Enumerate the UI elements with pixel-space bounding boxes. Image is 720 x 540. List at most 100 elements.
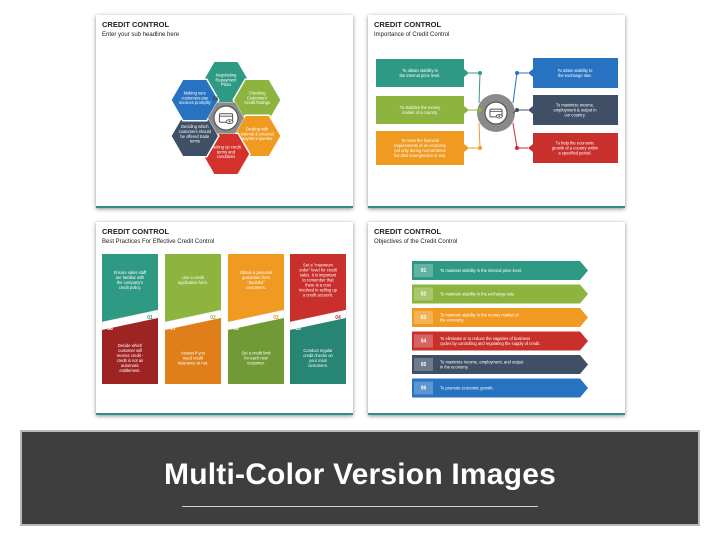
left-box	[376, 59, 464, 87]
text-line: terms and	[217, 149, 236, 154]
practice-card-top	[165, 254, 221, 322]
practice-card-bottom	[102, 318, 158, 384]
right-box	[533, 133, 618, 163]
text-line: terms	[190, 139, 200, 144]
objective-arrow	[412, 331, 588, 351]
text-line: requirements of an economy	[394, 143, 447, 148]
text-line: to remember that	[302, 277, 334, 282]
banner-title: Multi-Color Version Images	[164, 458, 556, 491]
practice-card-top	[102, 254, 158, 322]
text-line: the economy.	[440, 317, 464, 322]
text-line: To attain stability to	[558, 68, 594, 73]
slide-thumbnail-2[interactable]: CREDIT CONTROL Importance of Credit Cont…	[368, 15, 625, 208]
step-number: 08	[107, 326, 113, 332]
step-number: 03	[273, 315, 279, 321]
step-number: 05	[295, 326, 301, 332]
slide-subtitle: Enter your sub headline here	[102, 32, 180, 38]
connector-line	[512, 122, 528, 149]
text-line: cycles by controlling and regulating the…	[440, 341, 540, 346]
text-line: customers.	[246, 285, 266, 290]
text-line: application form.	[178, 280, 208, 285]
text-line: To maintain stability in the exchange ra…	[440, 291, 515, 296]
step-number: 06	[233, 326, 239, 332]
step-number: 01	[421, 268, 427, 274]
practice-card-top	[228, 254, 284, 322]
banner-divider	[182, 506, 538, 507]
text-line: sales. It is important	[300, 272, 337, 277]
text-line: customers pay	[182, 95, 210, 100]
slide-title: CREDIT CONTROL	[374, 20, 442, 29]
step-number: 04	[335, 315, 341, 321]
text-line: Dealing with	[246, 127, 269, 132]
box-arrow	[464, 69, 469, 77]
text-line: Checking	[249, 91, 267, 96]
step-number: 06	[421, 386, 427, 392]
right-box	[533, 95, 618, 125]
text-line: customers should	[179, 129, 212, 134]
number-chip	[414, 334, 433, 348]
text-line: Deciding which	[181, 124, 209, 129]
left-box	[376, 96, 464, 124]
text-line: Ensure sales staff	[114, 270, 147, 275]
step-number: 02	[210, 315, 216, 321]
step-number: 01	[147, 315, 153, 321]
slide-subtitle: Best Practices For Effective Credit Cont…	[102, 239, 215, 245]
text-line: invoices promptly	[179, 100, 212, 105]
text-line: To help the economic	[556, 140, 595, 145]
text-line: conditions	[217, 154, 235, 159]
text-line: involved in selling up	[299, 287, 338, 292]
text-line: Decide which	[118, 343, 143, 348]
slide-thumbnail-1[interactable]: CREDIT CONTROL Enter your sub headline h…	[96, 15, 353, 208]
slide-thumbnail-4[interactable]: CREDIT CONTROL Objectives of the Credit …	[368, 222, 625, 415]
step-number: 06	[213, 96, 219, 102]
number-chip	[414, 358, 433, 371]
text-line: Obtain a personal	[240, 270, 272, 275]
practice-card-bottom	[165, 318, 221, 384]
slide-title: CREDIT CONTROL	[102, 227, 170, 236]
text-line: credit policy.	[119, 285, 142, 290]
connector-line	[469, 72, 481, 104]
text-line: internal & external	[241, 131, 274, 136]
slide-thumbnail-3[interactable]: CREDIT CONTROL Best Practices For Effect…	[96, 222, 353, 415]
text-line: receive credit -	[117, 353, 144, 358]
text-line: insurance or not.	[178, 360, 209, 365]
text-line: customer will	[118, 348, 142, 353]
practice-card-bottom	[290, 318, 346, 384]
text-line: To eliminate or to reduce the vagaries o…	[440, 336, 530, 341]
text-line: payment queries	[242, 136, 272, 141]
text-line: To maintain stability in the money marke…	[440, 312, 519, 317]
connector-dot	[478, 146, 482, 150]
text-line: are familiar with	[116, 275, 145, 280]
text-line: Set a credit limit	[241, 350, 271, 355]
text-line: Credit Ratings	[244, 100, 270, 105]
text-line: Use a credit	[182, 275, 205, 280]
objective-arrow	[412, 308, 588, 327]
text-line: Repayment	[216, 77, 238, 82]
hexagon-06	[169, 78, 220, 122]
slide-subtitle: Importance of Credit Control	[374, 32, 450, 38]
connector-dot	[478, 108, 482, 112]
text-line: customer.	[247, 360, 265, 365]
box-arrow	[528, 106, 533, 114]
text-line: credit is not an	[117, 358, 144, 363]
text-line: employment & output in	[553, 107, 597, 112]
text-line: Conduct regular	[303, 348, 333, 353]
hexagon-diagram: NegotiatingRepaymentPlans01CheckingCusto…	[169, 60, 283, 176]
practice-card-bottom	[228, 318, 284, 384]
text-line: your main	[309, 358, 328, 363]
text-line: Setting up credit	[211, 145, 241, 150]
step-number: 04	[421, 339, 427, 345]
number-chip	[414, 381, 433, 395]
eye-pupil	[228, 120, 231, 123]
text-line: To maximize income,	[556, 102, 594, 107]
caption-banner: Multi-Color Version Images	[20, 430, 700, 526]
connector-dot	[515, 71, 519, 75]
text-line: Customers'	[247, 95, 268, 100]
text-line: for each new	[244, 355, 267, 360]
text-line: credit checks on	[303, 353, 333, 358]
credit-card-icon	[213, 105, 239, 131]
text-line: entitlement.	[119, 368, 140, 373]
